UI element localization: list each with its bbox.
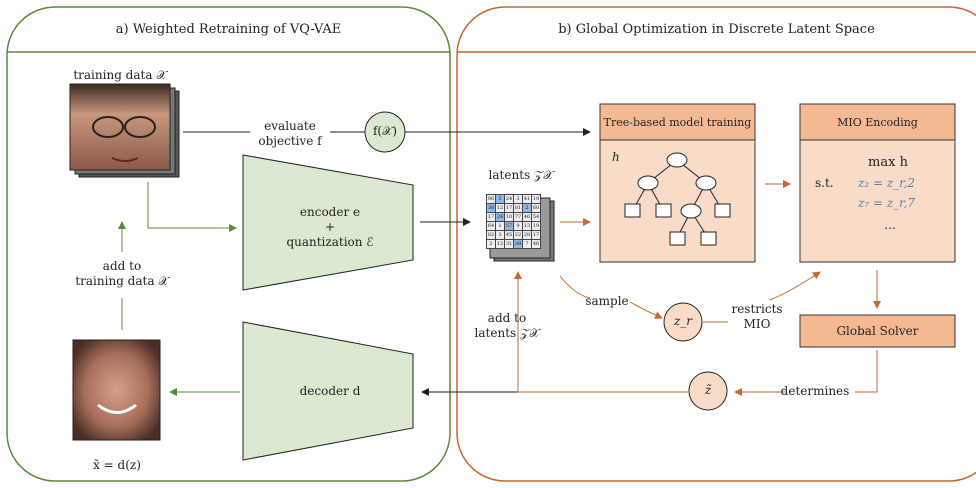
- latents-label: latents 𝒵𝒳: [488, 168, 554, 182]
- latent-grid-cell: 19: [531, 221, 541, 231]
- latent-grid-cell: 57: [504, 221, 514, 231]
- mio-constraint-1: z₂ = z_r,2: [858, 176, 916, 190]
- encoder-label: encoder e: [299, 205, 361, 219]
- latent-grid-cell: 19: [531, 194, 541, 204]
- ztilde-node: [688, 371, 728, 411]
- latent-grid-cell: 17: [531, 230, 541, 240]
- encoder-shape: [242, 154, 414, 291]
- latent-grid-cell: 24: [504, 194, 514, 204]
- zr-node: [663, 302, 703, 342]
- latent-grid-cell: 28: [522, 230, 532, 240]
- add-to-latents-2: latents 𝒵𝒳: [474, 326, 540, 340]
- latent-grid-cell: 1: [495, 221, 505, 231]
- latent-grid-cell: 54: [531, 212, 541, 222]
- mio-st: s.t.: [815, 176, 834, 190]
- add-to-training-1: add to: [102, 259, 142, 273]
- latent-grid-cell: 12: [495, 239, 505, 249]
- panel-a-title: a) Weighted Retraining of VQ-VAE: [115, 22, 342, 37]
- panel-b-frame: [456, 6, 976, 482]
- latent-grid-cell: 38: [513, 239, 523, 249]
- encoder-plus: +: [324, 220, 336, 234]
- restricts-mio-label: MIO: [743, 317, 771, 331]
- evaluate-label: evaluate: [264, 119, 316, 133]
- solver-box: [799, 314, 956, 348]
- decoder-label: decoder d: [299, 384, 361, 398]
- tree-graphic: [624, 152, 731, 246]
- mio-constraint-2: z₇ = z_r,7: [858, 196, 916, 210]
- solver-label: Global Solver: [836, 324, 919, 338]
- latent-grid-cell: 13: [522, 221, 532, 231]
- restricts-label: restricts: [731, 302, 783, 316]
- determines-label: determines: [780, 384, 850, 398]
- ztilde-label: z̃: [704, 383, 712, 397]
- latent-grid-cell: 22: [513, 230, 523, 240]
- panel-a-frame: [6, 6, 451, 482]
- output-image: [72, 339, 161, 441]
- panel-b-title: b) Global Optimization in Discrete Laten…: [558, 22, 875, 37]
- training-image-stack: [69, 83, 180, 178]
- sample-label: sample: [585, 294, 629, 308]
- latent-grid-cell: 96: [486, 194, 496, 204]
- add-to-training-2: training data 𝒳: [75, 274, 169, 288]
- latent-grid-cell: 2: [486, 239, 496, 249]
- latent-grid-cell: 81: [513, 203, 523, 213]
- decoder-shape: [242, 321, 414, 461]
- latent-grid-cell: 46: [522, 212, 532, 222]
- latent-grid-cell: 45: [504, 230, 514, 240]
- latent-grid-cell: 38: [486, 203, 496, 213]
- latent-grid-cell: 17: [486, 212, 496, 222]
- latent-grid-cell: 77: [513, 212, 523, 222]
- mio-title: MIO Encoding: [837, 116, 918, 129]
- latent-grid-cell: 12: [495, 203, 505, 213]
- latent-grid-cell: 64: [486, 221, 496, 231]
- latent-grid-cell: 46: [531, 239, 541, 249]
- latent-grid-cell: 5: [495, 194, 505, 204]
- zr-label: z_r: [673, 314, 693, 328]
- latent-grid-cell: 17: [504, 203, 514, 213]
- latent-grid-cell: 24: [495, 212, 505, 222]
- tree-title: Tree-based model training: [603, 116, 752, 129]
- latent-grid-cell: 9: [513, 221, 523, 231]
- latent-grid-cell: 10: [504, 212, 514, 222]
- f-node-label: f(𝒳): [372, 124, 398, 138]
- latent-grid-cell: 41: [522, 194, 532, 204]
- mio-dots: ...: [884, 218, 896, 232]
- latent-grid-cell: 2: [522, 203, 532, 213]
- latent-grid-cell: 60: [531, 203, 541, 213]
- latent-grid-cell: 82: [486, 230, 496, 240]
- output-label: x̃ = d(z): [93, 458, 141, 472]
- add-to-latents-1: add to: [487, 311, 527, 325]
- objective-label: objective f: [258, 134, 322, 148]
- latent-grid-cell: 3: [513, 194, 523, 204]
- latent-grid-cell: 31: [504, 239, 514, 249]
- mio-objective: max h: [868, 155, 908, 170]
- latent-grid-cell: 3: [495, 230, 505, 240]
- training-data-label: training data 𝒳: [73, 68, 167, 82]
- latent-grid-cell: 7: [522, 239, 532, 249]
- tree-h: h: [612, 150, 620, 164]
- quantization-label: quantization ℰ: [286, 235, 374, 249]
